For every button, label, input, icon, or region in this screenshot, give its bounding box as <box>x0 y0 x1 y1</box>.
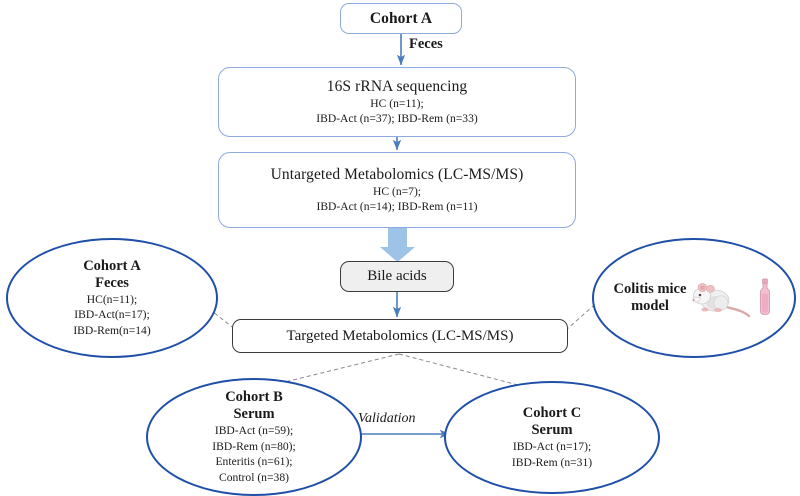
node-targeted-metabolomics[interactable]: Targeted Metabolomics (LC-MS/MS) <box>232 319 568 353</box>
cohort-c-heading-2: Serum <box>531 421 573 438</box>
cohort-c-heading-1: Cohort C <box>522 404 582 421</box>
node-cohort-a-feces[interactable]: Cohort A Feces HC(n=11); IBD-Act(n=17); … <box>6 238 218 358</box>
node-cohort-a[interactable]: Cohort A <box>340 3 462 34</box>
untargeted-line-1: HC (n=7); <box>372 184 422 198</box>
edge-label-feces: Feces <box>409 36 443 52</box>
cohort-a-feces-line-1: HC(n=11); <box>86 292 138 306</box>
untargeted-title: Untargeted Metabolomics (LC-MS/MS) <box>270 165 524 183</box>
cohort-a-feces-heading-2: Feces <box>95 274 129 291</box>
cohort-b-line-2: IBD-Rem (n=80); <box>212 439 296 453</box>
node-untargeted-metabolomics[interactable]: Untargeted Metabolomics (LC-MS/MS) HC (n… <box>218 152 576 228</box>
cohort-b-line-1: IBD-Act (n=59); <box>214 424 294 438</box>
cohort-a-feces-line-2: IBD-Act(n=17); <box>74 308 150 322</box>
cohort-a-title: Cohort A <box>369 9 433 27</box>
bile-acids-title: Bile acids <box>367 268 427 284</box>
colitis-mice-heading-2: model <box>631 298 669 314</box>
cohort-a-feces-heading-1: Cohort A <box>83 257 141 274</box>
edge-label-validation: Validation <box>358 411 416 426</box>
node-colitis-mice-model[interactable]: Colitis mice model <box>592 238 796 358</box>
targeted-title: Targeted Metabolomics (LC-MS/MS) <box>286 327 514 344</box>
colitis-mice-heading-1: Colitis mice <box>613 280 687 297</box>
cohort-a-feces-line-3: IBD-Rem(n=14) <box>73 323 151 337</box>
rrna-line-1: HC (n=11); <box>370 96 424 110</box>
untargeted-line-2: IBD-Act (n=14); IBD-Rem (n=11) <box>316 199 478 213</box>
cohort-b-line-4: Control (n=38) <box>219 470 289 484</box>
cohort-b-heading-1: Cohort B <box>225 388 283 405</box>
node-cohort-c-serum[interactable]: Cohort C Serum IBD-Act (n=17); IBD-Rem (… <box>444 381 660 494</box>
node-16s-rrna-sequencing[interactable]: 16S rRNA sequencing HC (n=11); IBD-Act (… <box>218 67 576 137</box>
cohort-b-heading-2: Serum <box>233 405 275 422</box>
cohort-c-line-1: IBD-Act (n=17); <box>512 440 592 454</box>
rrna-title: 16S rRNA sequencing <box>326 77 468 95</box>
cohort-b-line-3: Enteritis (n=61); <box>215 455 293 469</box>
node-cohort-b-serum[interactable]: Cohort B Serum IBD-Act (n=59); IBD-Rem (… <box>146 378 362 496</box>
mouse-icon <box>692 283 751 318</box>
rrna-line-2: IBD-Act (n=37); IBD-Rem (n=33) <box>316 111 478 125</box>
cohort-c-line-2: IBD-Rem (n=31) <box>511 455 593 469</box>
block-arrow-untargeted-to-bile <box>380 228 415 262</box>
node-bile-acids[interactable]: Bile acids <box>340 261 454 292</box>
gavage-bottle-icon <box>760 278 771 315</box>
